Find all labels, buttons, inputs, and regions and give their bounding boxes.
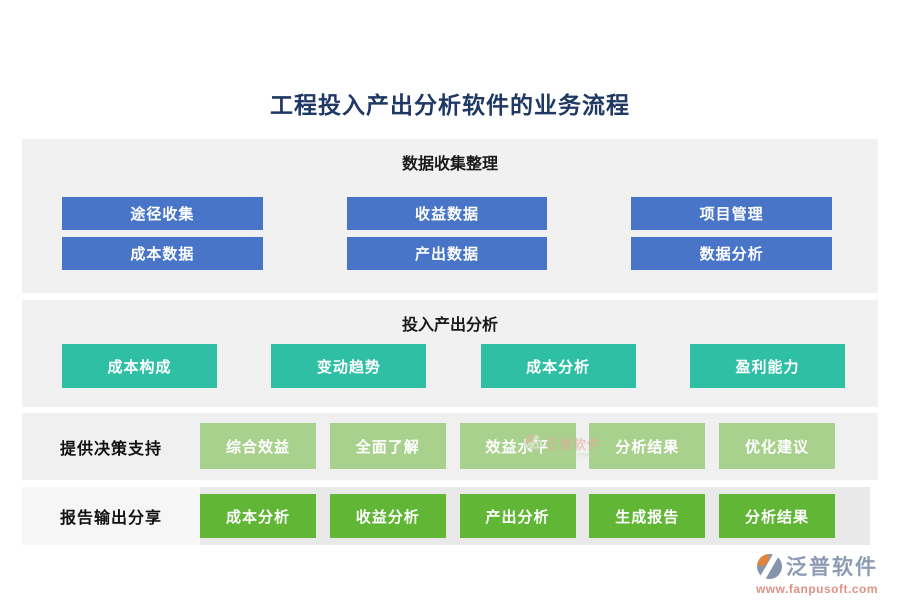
page-title: 工程投入产出分析软件的业务流程: [270, 92, 630, 118]
footer-brand-name: 泛普软件: [786, 556, 878, 579]
row-label-report-output: 报告输出分享: [60, 510, 163, 527]
flow-button-biandong-qushi[interactable]: 变动趋势: [271, 344, 427, 388]
section-header: 数据收集整理: [401, 156, 498, 173]
section-data-collection: 数据收集整理 途径收集 收益数据 项目管理 成本数据 产出数据 数据分析: [22, 139, 878, 293]
flow-button-chengben-goucheng[interactable]: 成本构成: [62, 344, 217, 388]
section-header: 投入产出分析: [401, 317, 498, 334]
flow-button-shouyi-fenxi[interactable]: 收益分析: [329, 494, 446, 538]
flow-button-chengben-shuju[interactable]: 成本数据: [62, 237, 263, 270]
flow-button-shuju-fenxi[interactable]: 数据分析: [631, 237, 832, 270]
section-io-analysis: 投入产出分析 成本构成 变动趋势 成本分析 盈利能力: [22, 300, 878, 407]
flow-button-shouyi-shuju[interactable]: 收益数据: [346, 197, 548, 230]
flow-button-youhua-jianyi[interactable]: 优化建议: [719, 423, 835, 469]
flow-button-chengben-fenxi[interactable]: 成本分析: [480, 344, 636, 388]
flow-button-chengben-fenxi-2[interactable]: 成本分析: [200, 494, 316, 538]
section-decision-support: 提供决策支持 综合效益 全面了解 效益水平 分析结果 优化建议: [22, 413, 878, 480]
flow-button-zonghe-xiaoyi[interactable]: 综合效益: [200, 423, 316, 469]
flow-button-chanchu-fenxi[interactable]: 产出分析: [459, 494, 576, 538]
decision-support-button-row: 综合效益 全面了解 效益水平 分析结果 优化建议: [200, 423, 835, 469]
flow-button-yingli-nengli[interactable]: 盈利能力: [689, 344, 845, 388]
flow-button-chanchu-shuju[interactable]: 产出数据: [346, 237, 548, 270]
flow-button-fenxi-jieguo[interactable]: 分析结果: [589, 423, 706, 469]
footer-brand-url: www.fanpusoft.com: [755, 582, 878, 596]
section-report-output: 报告输出分享 成本分析 收益分析 产出分析 生成报告 分析结果: [22, 487, 870, 545]
flow-button-shengcheng-baogao[interactable]: 生成报告: [589, 494, 706, 538]
data-collection-button-grid: 途径收集 收益数据 项目管理 成本数据 产出数据 数据分析: [62, 197, 832, 270]
flow-button-xiaoyi-shuiping[interactable]: 效益水平: [459, 423, 576, 469]
fanpu-logo-icon: [757, 553, 782, 579]
io-analysis-button-row: 成本构成 变动趋势 成本分析 盈利能力: [62, 344, 845, 388]
report-output-label-background: [22, 487, 200, 545]
flow-button-quanmian-liaojie[interactable]: 全面了解: [329, 423, 446, 469]
footer-brand: 泛普软件 www.fanpusoft.com: [678, 551, 878, 596]
row-label-decision-support: 提供决策支持: [60, 440, 163, 458]
flow-button-tujing-shouji[interactable]: 途径收集: [62, 197, 263, 230]
flow-button-xiangmu-guanli[interactable]: 项目管理: [631, 197, 832, 230]
report-output-button-row: 成本分析 收益分析 产出分析 生成报告 分析结果: [200, 494, 835, 538]
flow-button-fenxi-jieguo-2[interactable]: 分析结果: [719, 494, 835, 538]
